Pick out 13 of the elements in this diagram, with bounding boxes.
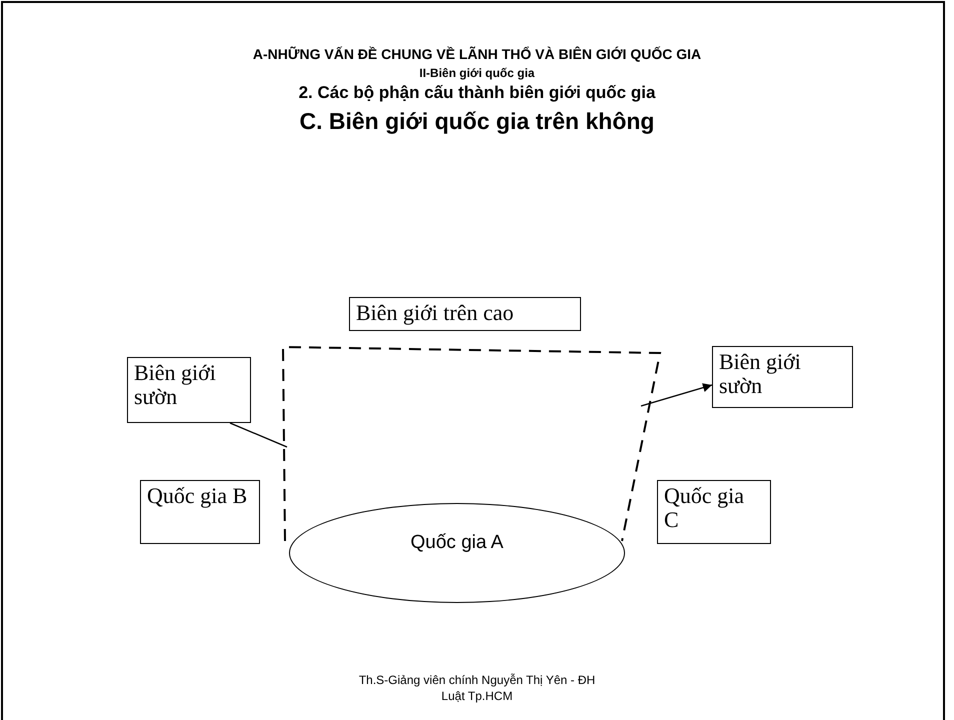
country-label: Quốc gia A [410,532,504,554]
text-box: Quốc gia C [657,480,771,544]
heading-text: C. Biên giới quốc gia trên không [300,108,654,135]
heading-text: 2. Các bộ phận cấu thành biên giới quốc gia [298,82,656,103]
text-box: Quốc gia B [140,480,260,544]
text-box: Biên giới trên cao [349,297,581,331]
text-box: Biên giới sườn [127,357,251,423]
leader-line [230,422,288,448]
footer-text: Th.S-Giảng viên chính Nguyễn Thị Yên - ĐH Luật Tp.HCM [358,672,596,704]
slide-title: A-NHỮNG VẤN ĐỀ CHUNG VỀ LÃNH THỔ VÀ BIÊN GIỚI QUỐC GIA [252,45,702,63]
arrow [640,383,712,407]
heading-text: II-Biên giới quốc gia [419,65,535,81]
text-box: Biên giới sườn [712,346,853,408]
